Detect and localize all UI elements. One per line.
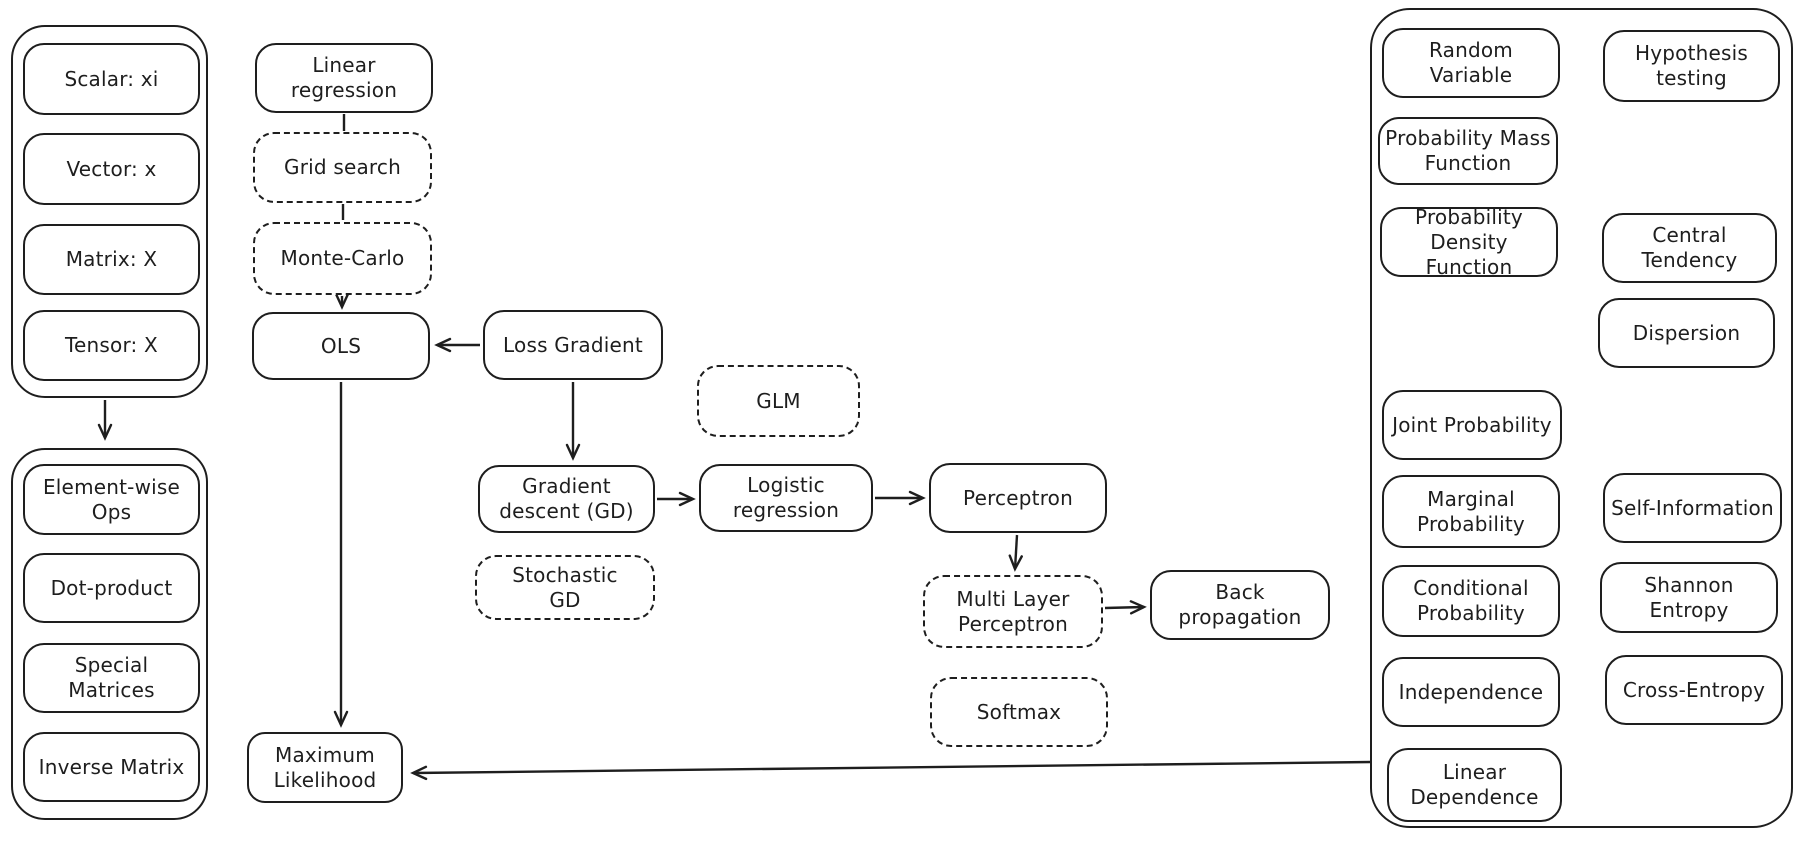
node-independence: Independence xyxy=(1382,657,1560,727)
node-perceptron-label: Perceptron xyxy=(963,485,1073,510)
node-scalar: Scalar: xi xyxy=(23,43,200,115)
node-scalar-label: Scalar: xi xyxy=(64,66,159,91)
node-ols: OLS xyxy=(252,312,430,380)
node-marginal-probability-label: Marginal Probability xyxy=(1417,486,1525,536)
node-self-information-label: Self-Information xyxy=(1611,495,1774,520)
node-hypothesis-testing: Hypothesis testing xyxy=(1603,30,1780,102)
node-grid-search: Grid search xyxy=(253,132,432,203)
node-back-propagation: Back propagation xyxy=(1150,570,1330,640)
node-hypothesis-testing-label: Hypothesis testing xyxy=(1634,41,1749,90)
node-stochastic-gd: Stochastic GD xyxy=(475,555,655,620)
group-matrix-operations xyxy=(11,448,208,820)
node-matrix-label: Matrix: X xyxy=(65,247,158,271)
node-monte-carlo: Monte-Carlo xyxy=(253,222,432,295)
node-random-variable: Random Variable xyxy=(1382,28,1560,98)
node-probability-density-function-label: Probability Density Function xyxy=(1415,204,1523,279)
node-maximum-likelihood: Maximum Likelihood xyxy=(247,732,403,803)
node-glm: GLM xyxy=(697,365,860,437)
node-probability-mass-function-label: Probability Mass Function xyxy=(1385,126,1551,175)
node-loss-gradient-label: Loss Gradient xyxy=(503,332,643,357)
node-independence-label: Independence xyxy=(1398,679,1544,704)
node-grid-search-label: Grid search xyxy=(284,155,401,179)
node-linear-dependence-label: Linear Dependence xyxy=(1410,760,1539,809)
node-maximum-likelihood-label: Maximum Likelihood xyxy=(273,742,377,792)
node-logistic-regression-label: Logistic regression xyxy=(732,473,840,522)
node-special-matrices-label: Special Matrices xyxy=(68,653,155,702)
edge-multi-layer-perceptron-to-back-propagation xyxy=(1104,600,1147,615)
node-shannon-entropy-label: Shannon Entropy xyxy=(1644,572,1734,622)
node-joint-probability-label: Joint Probability xyxy=(1392,412,1552,437)
node-tensor: Tensor: X xyxy=(23,310,200,381)
node-special-matrices: Special Matrices xyxy=(23,643,200,713)
node-cross-entropy: Cross-Entropy xyxy=(1605,655,1783,725)
node-logistic-regression: Logistic regression xyxy=(699,464,873,532)
node-central-tendency: Central Tendency xyxy=(1602,213,1777,283)
node-tensor-label: Tensor: X xyxy=(65,333,158,357)
node-gradient-descent-label: Gradient descent (GD) xyxy=(499,474,634,523)
node-conditional-probability: Conditional Probability xyxy=(1382,565,1560,637)
node-linear-regression: Linear regression xyxy=(255,43,433,113)
node-linear-regression-label: Linear regression xyxy=(290,53,398,102)
node-probability-density-function: Probability Density Function xyxy=(1380,204,1558,279)
node-dispersion: Dispersion xyxy=(1598,298,1775,368)
node-softmax: Softmax xyxy=(930,677,1108,747)
group-tensor-types xyxy=(11,25,208,398)
node-shannon-entropy: Shannon Entropy xyxy=(1600,562,1778,633)
edge-probability-group-to-maximum-likelihood xyxy=(410,760,1372,781)
node-glm-label: GLM xyxy=(756,388,801,413)
node-stochastic-gd-label: Stochastic GD xyxy=(512,562,618,612)
node-cross-entropy-label: Cross-Entropy xyxy=(1622,677,1766,702)
node-vector: Vector: x xyxy=(23,133,200,205)
node-dot-product: Dot-product xyxy=(23,553,200,623)
node-matrix: Matrix: X xyxy=(23,224,200,295)
group-probability xyxy=(1370,8,1793,828)
node-vector-label: Vector: x xyxy=(66,156,157,181)
edge-perceptron-to-multi-layer-perceptron xyxy=(1008,534,1023,572)
node-central-tendency-label: Central Tendency xyxy=(1641,223,1738,272)
node-multi-layer-perceptron-label: Multi Layer Perceptron xyxy=(956,586,1070,636)
node-joint-probability: Joint Probability xyxy=(1382,390,1562,460)
node-multi-layer-perceptron: Multi Layer Perceptron xyxy=(923,575,1103,648)
node-element-wise-ops-label: Element-wise Ops xyxy=(42,474,181,524)
node-perceptron: Perceptron xyxy=(929,463,1107,533)
node-softmax-label: Softmax xyxy=(976,699,1062,724)
node-inverse-matrix: Inverse Matrix xyxy=(23,732,200,802)
node-probability-mass-function: Probability Mass Function xyxy=(1378,117,1558,185)
node-back-propagation-label: Back propagation xyxy=(1178,580,1302,629)
node-element-wise-ops: Element-wise Ops xyxy=(23,464,200,535)
node-marginal-probability: Marginal Probability xyxy=(1382,475,1560,548)
node-self-information: Self-Information xyxy=(1603,473,1782,543)
node-gradient-descent: Gradient descent (GD) xyxy=(478,465,655,533)
node-conditional-probability-label: Conditional Probability xyxy=(1413,576,1529,625)
node-inverse-matrix-label: Inverse Matrix xyxy=(38,754,185,779)
node-loss-gradient: Loss Gradient xyxy=(483,310,663,380)
node-monte-carlo-label: Monte-Carlo xyxy=(280,246,405,270)
node-dispersion-label: Dispersion xyxy=(1632,320,1741,345)
node-linear-dependence: Linear Dependence xyxy=(1387,748,1562,822)
node-random-variable-label: Random Variable xyxy=(1428,38,1513,87)
node-ols-label: OLS xyxy=(320,333,362,358)
node-dot-product-label: Dot-product xyxy=(50,575,173,600)
